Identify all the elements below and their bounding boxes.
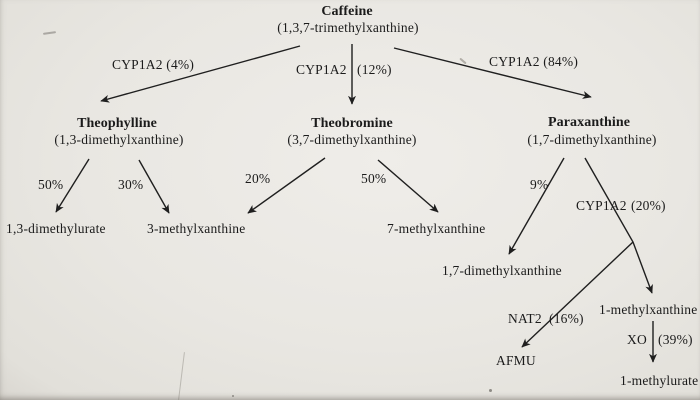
arrow-theophylline-to-dimethylurate13 [55, 158, 90, 213]
edge-label-cyp1a2-4pct: CYP1A2 (4%) [112, 57, 195, 72]
node-theobromine-name: Theobromine [311, 116, 393, 131]
edge-label-xo-39pct: (39%) [658, 332, 693, 347]
edge-label-theophylline-50pct: 50% [38, 177, 64, 192]
arrow-caffeine-to-paraxanthine [393, 47, 592, 99]
node-3-methylxanthine: 3-methylxanthine [147, 221, 246, 236]
edge-label-cyp1a2-20pct-value: (20%) [631, 198, 666, 213]
edge-label-paraxanthine-9pct: 9% [530, 177, 549, 192]
edge-label-xo-enzyme: XO [627, 332, 647, 347]
edge-label-cyp1a2-12pct-value: (12%) [357, 62, 392, 77]
edge-label-theophylline-30pct: 30% [118, 177, 144, 192]
node-caffeine-formula: (1,3,7-trimethylxanthine) [277, 20, 419, 35]
arrow-paraxanthine-to-dimethylxanthine17 [508, 157, 565, 255]
edge-label-nat2-enzyme: NAT2 [508, 311, 542, 326]
node-17-dimethylxanthine: 1,7-dimethylxanthine [442, 263, 562, 278]
node-paraxanthine-formula: (1,7-dimethylxanthine) [527, 132, 657, 147]
arrow-branch-to-afmu [521, 241, 634, 348]
node-theobromine-formula: (3,7-dimethylxanthine) [287, 132, 417, 147]
edge-label-cyp1a2-84pct: CYP1A2 (84%) [489, 54, 579, 69]
node-1-methylurate: 1-methylurate [620, 373, 699, 388]
edge-label-theobromine-50pct: 50% [361, 171, 387, 186]
node-13-dimethylurate: 1,3-dimethylurate [6, 221, 106, 236]
edge-label-nat2-16pct: (16%) [549, 311, 584, 326]
node-theophylline-formula: (1,3-dimethylxanthine) [54, 132, 184, 147]
edge-label-cyp1a2-12pct-enzyme: CYP1A2 [296, 62, 347, 77]
arrow-theobromine-to-methylxanthine3 [247, 157, 326, 214]
node-paraxanthine-name: Paraxanthine [547, 115, 631, 130]
arrow-theophylline-to-methylxanthine3 [138, 159, 170, 214]
node-caffeine-name: Caffeine [321, 4, 373, 19]
arrow-paraxanthine-to-methylxanthine1 [584, 157, 653, 294]
arrow-theobromine-to-methylxanthine7 [377, 159, 439, 213]
node-1-methylxanthine: 1-methylxanthine [599, 302, 698, 317]
node-7-methylxanthine: 7-methylxanthine [387, 221, 486, 236]
edge-label-theobromine-20pct: 20% [245, 171, 271, 186]
arrow-caffeine-to-theophylline [100, 45, 301, 103]
edge-label-cyp1a2-20pct-enzyme: CYP1A2 [576, 198, 627, 213]
node-afmu: AFMU [496, 353, 536, 368]
node-theophylline-name: Theophylline [77, 116, 157, 131]
